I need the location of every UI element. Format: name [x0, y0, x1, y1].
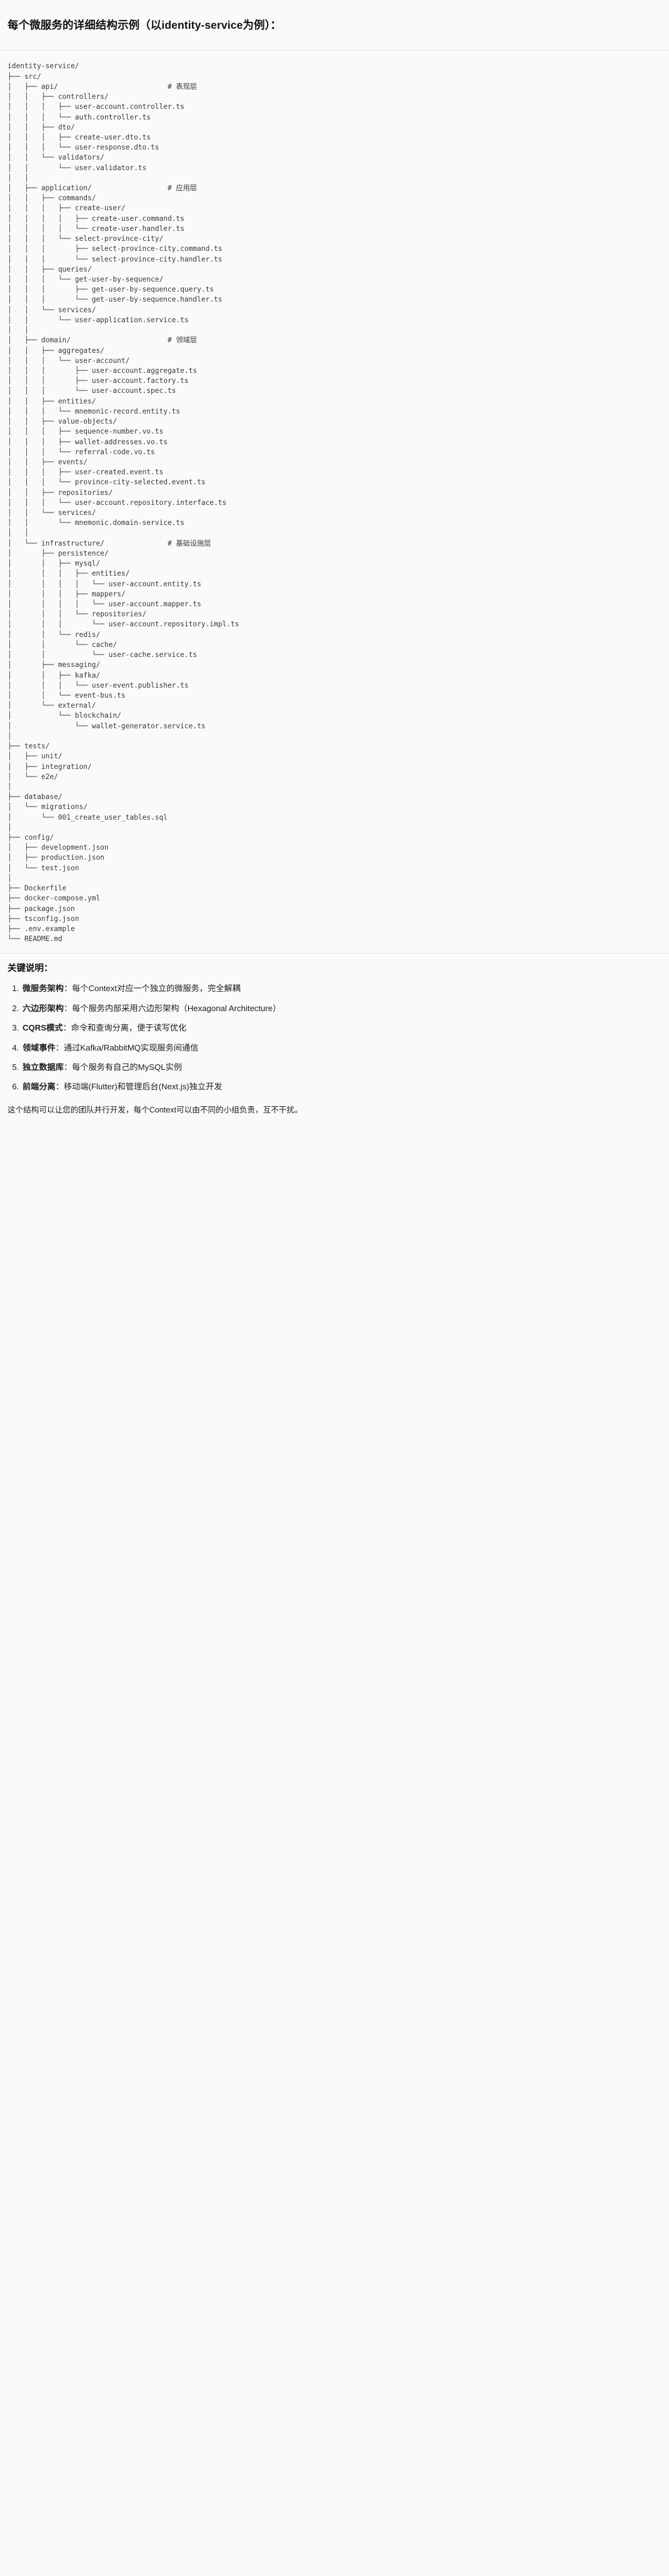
list-item: 微服务架构：每个Context对应一个独立的微服务，完全解耦 — [21, 982, 661, 995]
key-point-text: 每个服务有自己的MySQL实例 — [72, 1062, 182, 1072]
list-item: CQRS模式：命令和查询分离，便于读写优化 — [21, 1022, 661, 1034]
directory-tree-block: identity-service/ ├── src/ │ ├── api/ # … — [0, 51, 669, 954]
key-point-label: 前端分离 — [23, 1082, 56, 1092]
key-point-separator: ： — [63, 984, 73, 994]
list-item: 独立数据库：每个服务有自己的MySQL实例 — [21, 1061, 661, 1074]
key-point-label: 微服务架构 — [23, 984, 64, 994]
key-point-text: 通过Kafka/RabbitMQ实现服务间通信 — [63, 1042, 199, 1052]
directory-tree: identity-service/ ├── src/ │ ├── api/ # … — [8, 62, 239, 944]
key-point-separator: ： — [63, 1023, 71, 1033]
page-title: 每个微服务的详细结构示例（以identity-service为例）： — [8, 18, 282, 31]
key-points-section: 关键说明： 微服务架构：每个Context对应一个独立的微服务，完全解耦 六边形… — [0, 954, 669, 1097]
key-point-text: 命令和查询分离，便于读写优化 — [71, 1023, 187, 1033]
key-points-list: 微服务架构：每个Context对应一个独立的微服务，完全解耦 六边形架构：每个服… — [8, 982, 661, 1094]
closing-paragraph: 这个结构可以让您的团队并行开发，每个Context可以由不同的小组负责，互不干扰… — [8, 1105, 303, 1114]
key-point-label: 领域事件 — [23, 1042, 56, 1052]
key-point-separator: ： — [63, 1003, 73, 1013]
key-point-separator: ： — [63, 1062, 73, 1072]
key-point-separator: ： — [55, 1042, 64, 1052]
list-item: 六边形架构：每个服务内部采用六边形架构（Hexagonal Architectu… — [21, 1002, 661, 1015]
key-point-label: 独立数据库 — [23, 1062, 64, 1072]
key-point-text: 每个服务内部采用六边形架构（Hexagonal Architecture） — [72, 1003, 281, 1013]
key-point-label: CQRS模式 — [23, 1023, 63, 1033]
document-page: 每个微服务的详细结构示例（以identity-service为例）： ident… — [0, 9, 669, 1127]
key-points-title: 关键说明： — [8, 964, 53, 974]
list-item: 领域事件：通过Kafka/RabbitMQ实现服务间通信 — [21, 1042, 661, 1054]
heading-divider — [0, 50, 669, 51]
key-point-text: 每个Context对应一个独立的微服务，完全解耦 — [72, 984, 241, 994]
tree-divider — [0, 953, 669, 954]
list-item: 前端分离：移动端(Flutter)和管理后台(Next.js)独立开发 — [21, 1081, 661, 1093]
key-point-text: 移动端(Flutter)和管理后台(Next.js)独立开发 — [63, 1082, 223, 1092]
key-point-separator: ： — [55, 1082, 64, 1092]
key-point-label: 六边形架构 — [23, 1003, 64, 1013]
